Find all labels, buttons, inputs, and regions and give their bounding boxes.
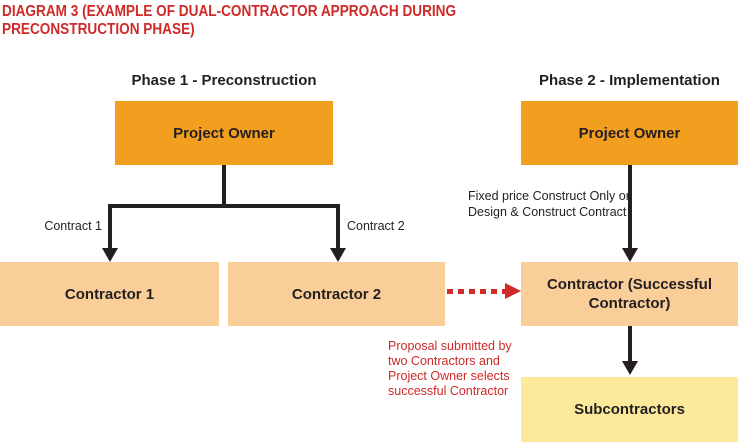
connector-stem-phase1	[222, 165, 226, 207]
connector-branch-bar	[108, 204, 340, 208]
proposal-annotation-line3: Project Owner selects	[388, 369, 510, 383]
phase2-header: Phase 2 - Implementation	[539, 72, 720, 89]
node-contractor1: Contractor 1	[0, 262, 219, 326]
phase1-header: Phase 1 - Preconstruction	[131, 72, 317, 89]
proposal-annotation-line4: successful Contractor	[388, 384, 509, 398]
phase2-contract-note-line1: Fixed price Construct Only or	[468, 189, 630, 203]
arrowhead-contractor2	[330, 248, 346, 262]
arrowhead-successful-contractor	[622, 248, 638, 262]
red-dashed-arrowhead	[505, 283, 521, 299]
node-contractor2: Contractor 2	[228, 262, 445, 326]
node-successful-contractor: Contractor (Successful Contractor)	[521, 262, 738, 326]
connector-right-drop	[336, 204, 340, 248]
arrowhead-subcontractors	[622, 361, 638, 375]
proposal-annotation-line2: two Contractors and	[388, 354, 500, 368]
diagram-title-line2: PRECONSTRUCTION PHASE)	[2, 20, 195, 38]
proposal-annotation: Proposal submitted by two Contractors an…	[388, 339, 523, 399]
connector-owner-to-contractor	[628, 165, 632, 249]
diagram-title-line1: DIAGRAM 3 (EXAMPLE OF DUAL-CONTRACTOR AP…	[2, 3, 457, 20]
diagram-title: DIAGRAM 3 (EXAMPLE OF DUAL-CONTRACTOR AP…	[2, 3, 546, 38]
contract2-label: Contract 2	[347, 219, 405, 233]
connector-left-drop	[108, 204, 112, 248]
red-dashed-line	[447, 289, 505, 294]
phase2-contract-note: Fixed price Construct Only or Design & C…	[468, 188, 638, 220]
contract1-label: Contract 1	[44, 219, 102, 233]
node-subcontractors: Subcontractors	[521, 377, 738, 442]
node-project-owner-phase2: Project Owner	[521, 101, 738, 165]
proposal-annotation-line1: Proposal submitted by	[388, 339, 512, 353]
node-project-owner-phase1: Project Owner	[115, 101, 333, 165]
phase2-contract-note-line2: Design & Construct Contract	[468, 205, 627, 219]
connector-contractor-to-subcontractors	[628, 326, 632, 362]
arrowhead-contractor1	[102, 248, 118, 262]
